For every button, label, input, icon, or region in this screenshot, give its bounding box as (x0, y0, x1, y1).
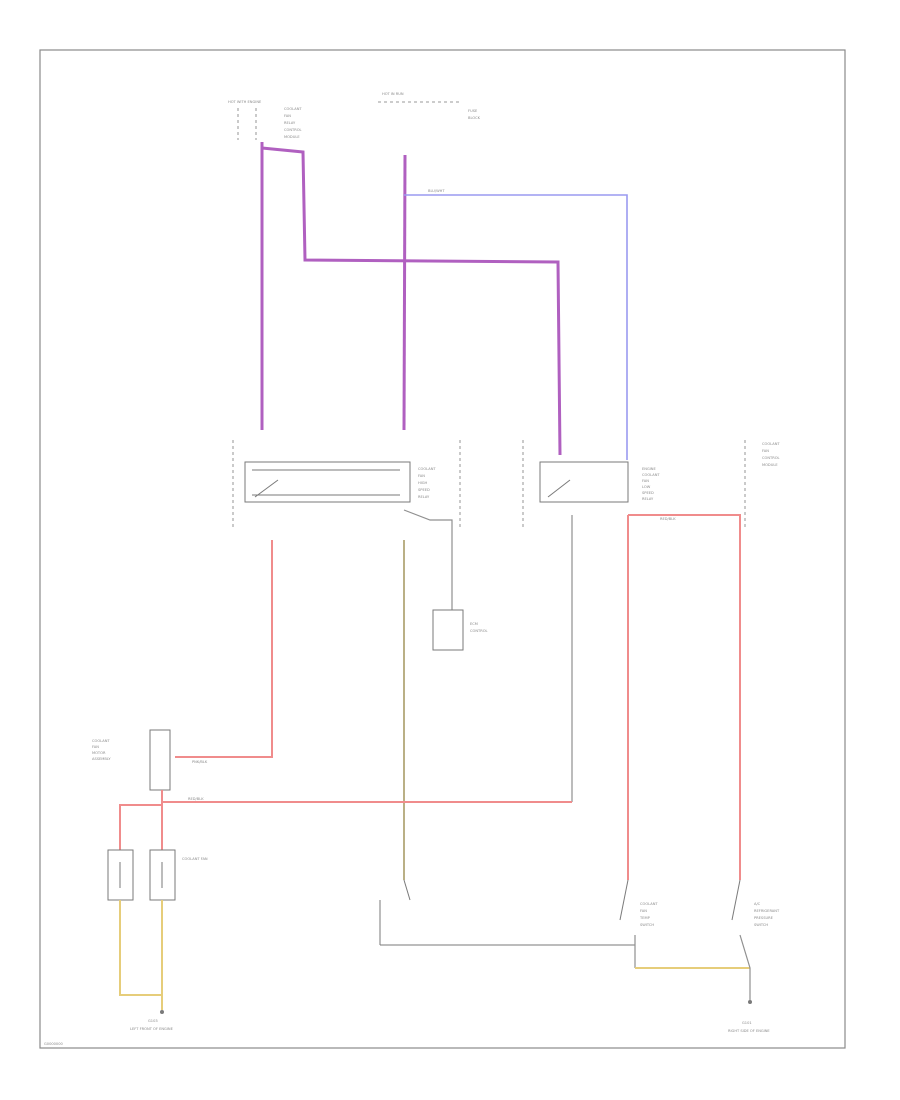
top-left-source-line-1: COOLANT (284, 107, 302, 111)
top-left-source-line-3: RELAY (284, 121, 296, 125)
switch-temp-line-4: SWITCH (640, 923, 654, 927)
fan-motor-assembly-line-3: MOTOR (92, 751, 106, 755)
right-module-line-3: CONTROL (762, 456, 780, 460)
wire-yellow-ground (119, 900, 163, 1010)
relay-left-body (244, 461, 411, 503)
ground-right-desc: RIGHT SIDE OF ENGINE (728, 1029, 770, 1033)
top-mid-source-title: HOT IN RUN (382, 92, 404, 96)
switch-temp-line-1: COOLANT (640, 902, 658, 906)
top-left-source-line-2: FAN (284, 114, 291, 118)
wire-tag-blue: BLU/WHT (428, 189, 445, 193)
wire-purple-mid-vertical (402, 154, 407, 431)
top-left-source-line-4: CONTROL (284, 128, 302, 132)
top-mid-source: HOT IN RUN FUSE BLOCK (378, 92, 481, 120)
ground-right-id: G101 (742, 1021, 752, 1025)
wire-motor-branch (119, 804, 162, 850)
fan-motor-assembly-line-4: ASSEMBLY (92, 757, 111, 761)
relay-right: ENGINE COOLANT FAN LOW SPEED RELAY (522, 440, 746, 530)
wire-blue (404, 194, 628, 460)
wire-tag-pink-right: RED/BLK (660, 517, 676, 521)
ecm-box: ECM CONTROL (432, 609, 488, 651)
switch-temp: COOLANT FAN TEMP SWITCH (619, 879, 658, 927)
right-module-line-1: COOLANT (762, 442, 780, 446)
fan-motor-assembly-line-2: FAN (92, 745, 99, 749)
relay-right-line-5: SPEED (642, 491, 654, 495)
fan-motor-assembly-body (149, 729, 171, 791)
relay-right-switch-arm (547, 479, 571, 498)
relay-right-body (539, 461, 629, 503)
top-mid-source-line-1: FUSE (468, 109, 478, 113)
relay-left-line-3: HIGH (418, 481, 428, 485)
ground-left-desc: LEFT FRONT OF ENGINE (130, 1027, 174, 1031)
switch-temp-line-3: TEMP (639, 916, 651, 920)
relay-right-line-3: FAN (642, 479, 649, 483)
fan-motor-assembly-line-1: COOLANT (92, 739, 110, 743)
right-module: COOLANT FAN CONTROL MODULE (762, 442, 780, 467)
motor-left (107, 849, 134, 901)
relay-left-line-2: FAN (418, 474, 425, 478)
switch-temp-line-2: FAN (640, 909, 647, 913)
top-mid-source-line-2: BLOCK (468, 116, 481, 120)
ecm-box-line-1: ECM (470, 622, 478, 626)
motor-right-label: COOLANT FAN (182, 857, 208, 861)
switch-ac-line-2: REFRIGERANT (754, 909, 780, 913)
wire-pink-right (628, 514, 741, 880)
ground-left-id: G103 (148, 1019, 158, 1023)
relay-right-line-2: COOLANT (642, 473, 660, 477)
ground-right-symbol (748, 1000, 752, 1004)
wire-pink-left (175, 540, 273, 758)
switch-ac-line-3: PRESSURE (754, 916, 774, 920)
relay-left-line-1: COOLANT (418, 467, 436, 471)
diagram-frame (39, 49, 846, 1049)
relay-left-switch-arm (254, 479, 279, 498)
wire-gray-ac-ground (739, 934, 751, 1000)
wire-tag-pink-left: PNK/BLK (192, 760, 208, 764)
wire-ecm (403, 509, 453, 610)
switch-ac-line-1: A/C (754, 902, 761, 906)
switch-olive-blade (403, 879, 411, 901)
top-left-source-title: HOT WITH ENGINE (228, 100, 262, 104)
relay-left: COOLANT FAN HIGH SPEED RELAY (232, 440, 461, 530)
relay-right-line-1: ENGINE (642, 467, 656, 471)
relay-left-line-5: RELAY (418, 495, 430, 499)
ground-right: G101 RIGHT SIDE OF ENGINE (728, 1000, 770, 1033)
fan-motor-assembly: COOLANT FAN MOTOR ASSEMBLY (92, 729, 171, 791)
ground-left-symbol (160, 1010, 164, 1014)
ground-left: G103 LEFT FRONT OF ENGINE (130, 1010, 174, 1031)
relay-left-line-4: SPEED (418, 488, 430, 492)
right-module-line-2: FAN (762, 449, 769, 453)
footer-code: G0000000 (44, 1042, 64, 1046)
top-left-source: HOT WITH ENGINE COOLANT FAN RELAY CONTRO… (228, 100, 302, 140)
top-left-source-line-5: MODULE (284, 135, 300, 139)
switch-ac-line-4: SWITCH (754, 923, 768, 927)
relay-right-line-4: LOW (642, 485, 651, 489)
switch-temp-blade (619, 879, 629, 921)
switch-ac-blade (731, 879, 741, 921)
wire-purple-jumper (261, 146, 562, 456)
relay-right-line-6: RELAY (642, 497, 654, 501)
motor-right: COOLANT FAN (149, 849, 208, 901)
switch-olive (379, 879, 635, 946)
ecm-box-body (432, 609, 464, 651)
wire-tag-pink-bottom: RED/BLK (188, 797, 204, 801)
right-module-line-4: MODULE (762, 463, 778, 467)
switch-ac: A/C REFRIGERANT PRESSURE SWITCH (731, 879, 780, 927)
ecm-box-line-2: CONTROL (470, 629, 488, 633)
